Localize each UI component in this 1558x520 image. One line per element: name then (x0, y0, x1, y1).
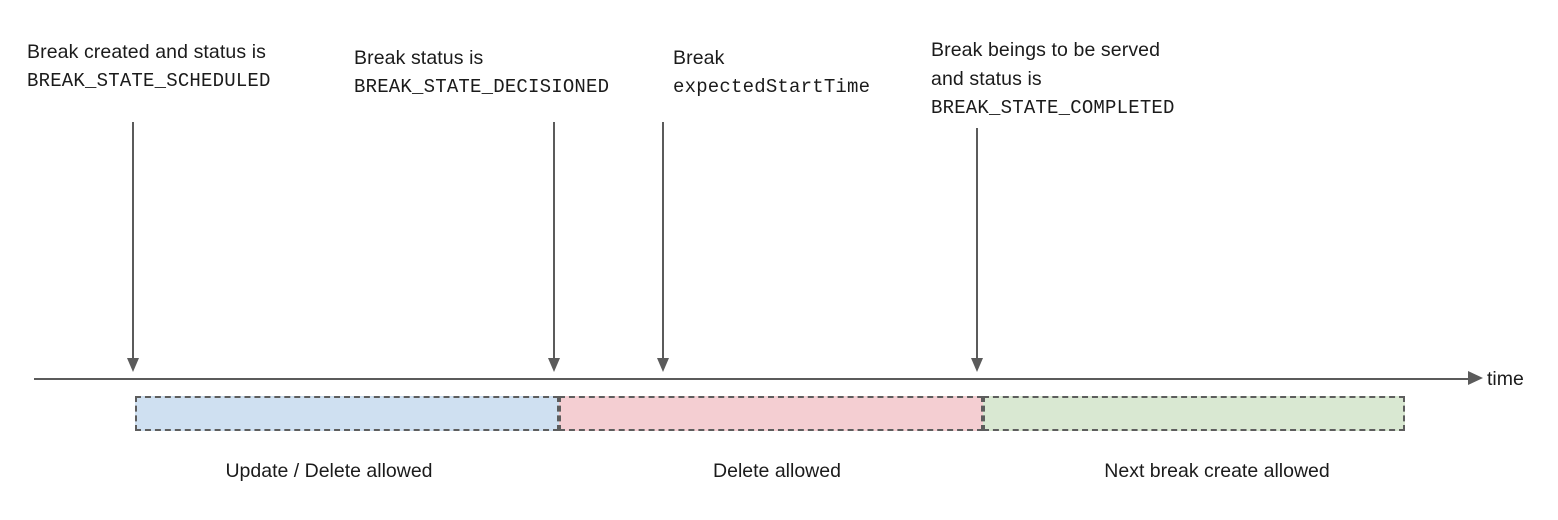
arrow-right-icon (1468, 371, 1483, 386)
arrow-down-icon (126, 122, 140, 372)
arrow-head (126, 358, 139, 372)
time-axis-label: time (1487, 368, 1524, 390)
annotation-line: Break beings to be served (931, 39, 1161, 61)
arrow-shaft (132, 122, 134, 359)
annotation-line-code: expectedStartTime (673, 76, 871, 98)
phase-bar-update-delete-allowed (135, 396, 559, 431)
annotation-line-code: BREAK_STATE_COMPLETED (931, 97, 1175, 119)
annotation-line: Break status is (354, 47, 484, 69)
annotation-line-code: BREAK_STATE_SCHEDULED (27, 70, 271, 92)
arrow-shaft (976, 128, 978, 359)
annotation-line-code: BREAK_STATE_DECISIONED (354, 76, 610, 98)
time-axis-line (34, 378, 1468, 380)
arrow-down-icon (970, 128, 984, 372)
arrow-down-icon (656, 122, 670, 372)
phase-bar-next-break-create-allowed (983, 396, 1405, 431)
annotation-break-created-scheduled: Break created and status is BREAK_STATE_… (27, 38, 271, 96)
arrow-shaft (662, 122, 664, 359)
annotation-break-served-completed: Break beings to be served and status is … (931, 36, 1175, 123)
annotation-break-decisioned: Break status is BREAK_STATE_DECISIONED (354, 44, 609, 102)
annotation-line: and status is (931, 68, 1042, 90)
arrow-head (656, 358, 669, 372)
phase-bar-delete-allowed (559, 396, 983, 431)
arrow-down-icon (547, 122, 561, 372)
arrow-shaft (553, 122, 555, 359)
phase-caption-update-delete-allowed: Update / Delete allowed (225, 460, 433, 482)
arrow-head (547, 358, 560, 372)
phase-caption-next-break-create-allowed: Next break create allowed (1104, 460, 1330, 482)
annotation-line: Break created and status is (27, 41, 266, 63)
phase-caption-delete-allowed: Delete allowed (713, 460, 841, 482)
annotation-line: Break (673, 47, 725, 69)
annotation-break-expected-start-time: Break expectedStartTime (673, 44, 870, 102)
arrow-head (970, 358, 983, 372)
